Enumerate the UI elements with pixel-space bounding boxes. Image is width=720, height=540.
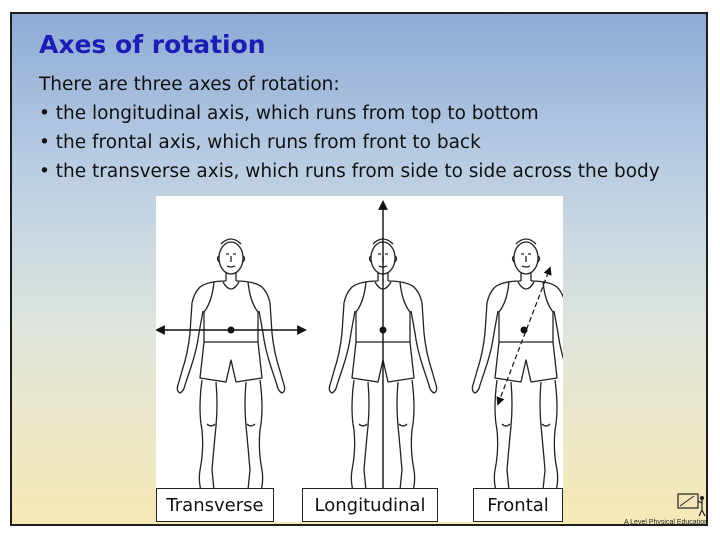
logo: A Level Physical Education [604, 490, 708, 526]
human-figure-icon [176, 238, 286, 501]
bullet-transverse: • the transverse axis, which runs from s… [39, 161, 660, 182]
axes-figure [155, 196, 581, 522]
axis-point [227, 326, 235, 334]
axis-point [520, 326, 528, 334]
label-transverse: Transverse [156, 488, 274, 522]
frontal-axis-arrow [496, 266, 552, 406]
label-frontal: Frontal [473, 488, 563, 522]
label-longitudinal: Longitudinal [302, 488, 438, 522]
logo-icon [677, 493, 706, 517]
figure-frontal [471, 238, 581, 501]
human-figure-icon [471, 238, 581, 501]
slide: Axes of rotation There are three axes of… [10, 12, 708, 526]
slide-title: Axes of rotation [39, 30, 266, 59]
axis-point [379, 326, 387, 334]
bullet-longitudinal: • the longitudinal axis, which runs from… [39, 103, 539, 124]
axes-diagram [155, 200, 581, 516]
slide-body: There are three axes of rotation: • the … [39, 70, 699, 186]
figure-transverse [155, 238, 307, 501]
logo-text: A Level Physical Education [623, 519, 708, 526]
bullet-frontal: • the frontal axis, which runs from fron… [39, 132, 481, 153]
intro-text: There are three axes of rotation: [39, 74, 340, 95]
figure-longitudinal [328, 200, 438, 516]
